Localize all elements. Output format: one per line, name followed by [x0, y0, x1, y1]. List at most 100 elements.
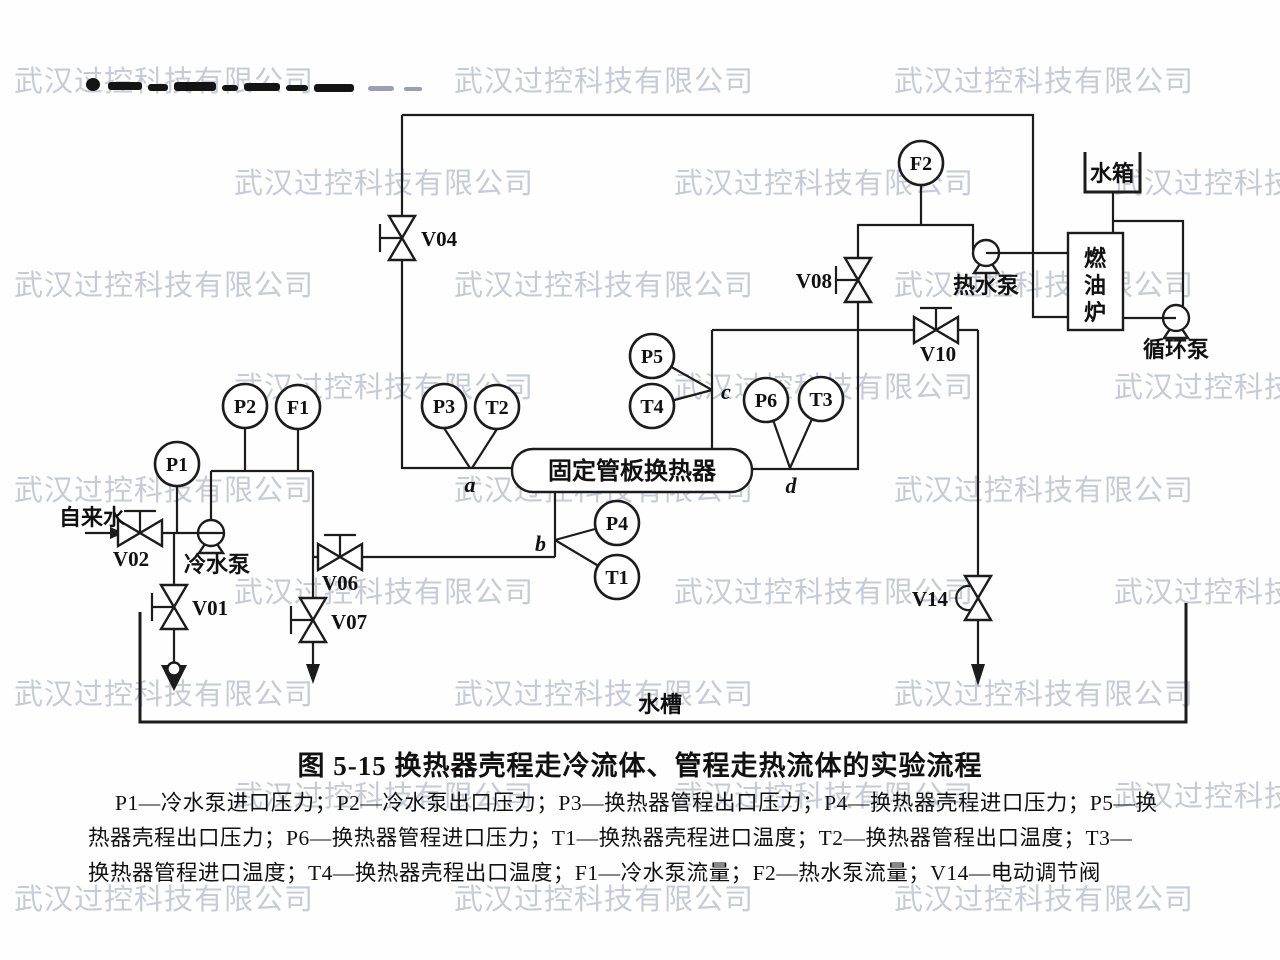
valve-body-triangle — [386, 214, 418, 241]
watermark-text: 武汉过控科技有限公司 — [1114, 577, 1280, 609]
tap-water-label: 自来水 — [59, 505, 126, 530]
valve-V10: V10 — [912, 306, 960, 366]
valve-body-triangle — [137, 517, 164, 549]
instrument-P6: P6 — [742, 376, 790, 424]
instrument-tag: P1 — [166, 454, 188, 476]
heat-exchanger-label: 固定管板换热器 — [548, 457, 717, 485]
instrument-P1: P1 — [153, 440, 201, 488]
valve-label: V07 — [331, 610, 367, 634]
instrument-circle — [797, 375, 845, 423]
instrument-circle — [628, 332, 676, 380]
watermark-text: 武汉过控科技有限公司 — [894, 66, 1195, 98]
instrument-circle — [221, 382, 269, 430]
instrument-T2: T2 — [473, 383, 521, 431]
valve-body-triangle — [316, 541, 343, 573]
pipe-hot-loop — [400, 113, 1068, 471]
legend-line-1: P1—冷水泵进口压力；P2—冷水泵出口压力；P3—换热器管程出口压力；P4—换热… — [115, 791, 1158, 815]
motor-actuator-arc — [955, 584, 974, 612]
instrument-tag: F2 — [910, 153, 932, 175]
valve-V07: V07 — [289, 596, 367, 644]
instrument-circle — [628, 382, 676, 430]
valve-V02: V02 — [113, 509, 164, 571]
valve-body-triangle — [158, 583, 190, 610]
instrument-circle — [420, 382, 468, 430]
valve-V06: V06 — [316, 533, 364, 595]
fuel-furnace-box — [1066, 231, 1125, 332]
v07-discharge-arrowhead — [306, 664, 320, 684]
valve-body-triangle — [337, 541, 364, 573]
valve-label: V02 — [113, 547, 149, 571]
watermark-text: 武汉过控科技有限公司 — [674, 577, 975, 609]
water-tank-label: 水箱 — [1090, 161, 1134, 186]
watermark-text: 武汉过控科技有限公司 — [14, 679, 315, 711]
valve-label: V14 — [912, 587, 949, 611]
watermark-row: 武汉过控科技有限公司 武汉过控科技有限公司 武汉过控科技有限公司 — [234, 569, 1280, 611]
watermark-text: 武汉过控科技有限公司 — [1114, 372, 1280, 404]
instrument-tag: F1 — [287, 397, 309, 419]
legend-line-2: 热器壳程出口压力；P6—换热器管程进口压力；T1—换热器壳程进口温度；T2—换热… — [88, 826, 1133, 850]
v14-discharge-arrowhead — [971, 664, 985, 686]
instrument-P5: P5 — [628, 332, 676, 380]
instrument-circle — [897, 139, 945, 187]
instrument-circle — [593, 553, 641, 601]
hot-water-pump — [971, 238, 1001, 275]
valve-V14-motor-valve: V14 — [912, 574, 994, 622]
instrument-tag: P4 — [606, 513, 628, 535]
valve-label: V01 — [192, 596, 228, 620]
instrument-tap-lines — [175, 185, 923, 578]
valve-label: V04 — [421, 227, 458, 251]
watermark-text: 武汉过控科技有限公司 — [1114, 781, 1280, 813]
furnace-label-char3: 炉 — [1084, 300, 1106, 325]
valve-label: V08 — [796, 269, 832, 293]
instrument-tag: P3 — [433, 396, 455, 418]
watermark-text: 武汉过控科技有限公司 — [14, 270, 315, 302]
watermark-text: 武汉过控科技有限公司 — [234, 781, 535, 813]
water-tank — [1083, 152, 1142, 194]
watermark-text: 武汉过控科技有限公司 — [454, 884, 755, 916]
watermark-text: 武汉过控科技有限公司 — [14, 66, 315, 98]
water-trough-label: 水槽 — [638, 692, 682, 717]
drain-circle — [166, 661, 182, 677]
watermark-row: 武汉过控科技有限公司武汉过控科技有限公司武汉过控科技有限公司 — [14, 876, 1194, 918]
valve-body-triangle — [116, 517, 143, 549]
furnace-label-char1: 燃 — [1084, 246, 1107, 271]
valve-body-triangle — [842, 256, 874, 283]
figure-caption: 图 5-15 换热器壳程走冷流体、管程走热流体的实验流程 — [297, 751, 983, 781]
valve-V01: V01 — [150, 583, 228, 631]
heat-exchanger-body — [510, 447, 754, 494]
instrument-tag: P6 — [755, 390, 777, 412]
point-b-label: b — [535, 531, 546, 556]
v01-drain-symbol — [161, 661, 187, 691]
valve-label: V10 — [920, 342, 956, 366]
instrument-T4: T4 — [628, 382, 676, 430]
watermark-text: 武汉过控科技有限公司 — [234, 577, 535, 609]
instrument-P2: P2 — [221, 382, 269, 430]
watermark-text: 武汉过控科技有限公司 — [894, 475, 1195, 507]
valve-V08: V08 — [796, 256, 874, 304]
instrument-circle — [153, 440, 201, 488]
valve-body-triangle — [912, 314, 939, 346]
valve-body-triangle — [842, 277, 874, 304]
instrument-tag: T4 — [640, 396, 663, 418]
valve-label: V06 — [322, 571, 358, 595]
legend-line-3: 换热器管程进口温度；T4—换热器壳程出口温度；F1—冷水泵流量；F2—热水泵流量… — [88, 861, 1101, 885]
watermark-text: 武汉过控科技有限公司 — [894, 679, 1195, 711]
watermark-text: 武汉过控科技有限公司 — [454, 679, 755, 711]
valve-body-triangle — [962, 574, 994, 601]
instrument-F2: F2 — [897, 139, 945, 187]
circulation-pump-label: 循环泵 — [1143, 337, 1209, 362]
watermark-text: 武汉过控科技有限公司 — [234, 168, 535, 200]
instrument-tag: P2 — [234, 396, 256, 418]
watermark-row: 武汉过控科技有限公司 武汉过控科技有限公司 武汉过控科技有限公司 — [14, 671, 1194, 713]
valve-body-triangle — [297, 617, 329, 644]
watermark-text: 武汉过控科技有限公司 — [454, 66, 755, 98]
watermark-text: 武汉过控科技有限公司 — [454, 270, 755, 302]
point-c-label: c — [721, 379, 731, 404]
valve-body-triangle — [297, 596, 329, 623]
instrument-circle — [473, 383, 521, 431]
point-d-label: d — [786, 473, 798, 498]
